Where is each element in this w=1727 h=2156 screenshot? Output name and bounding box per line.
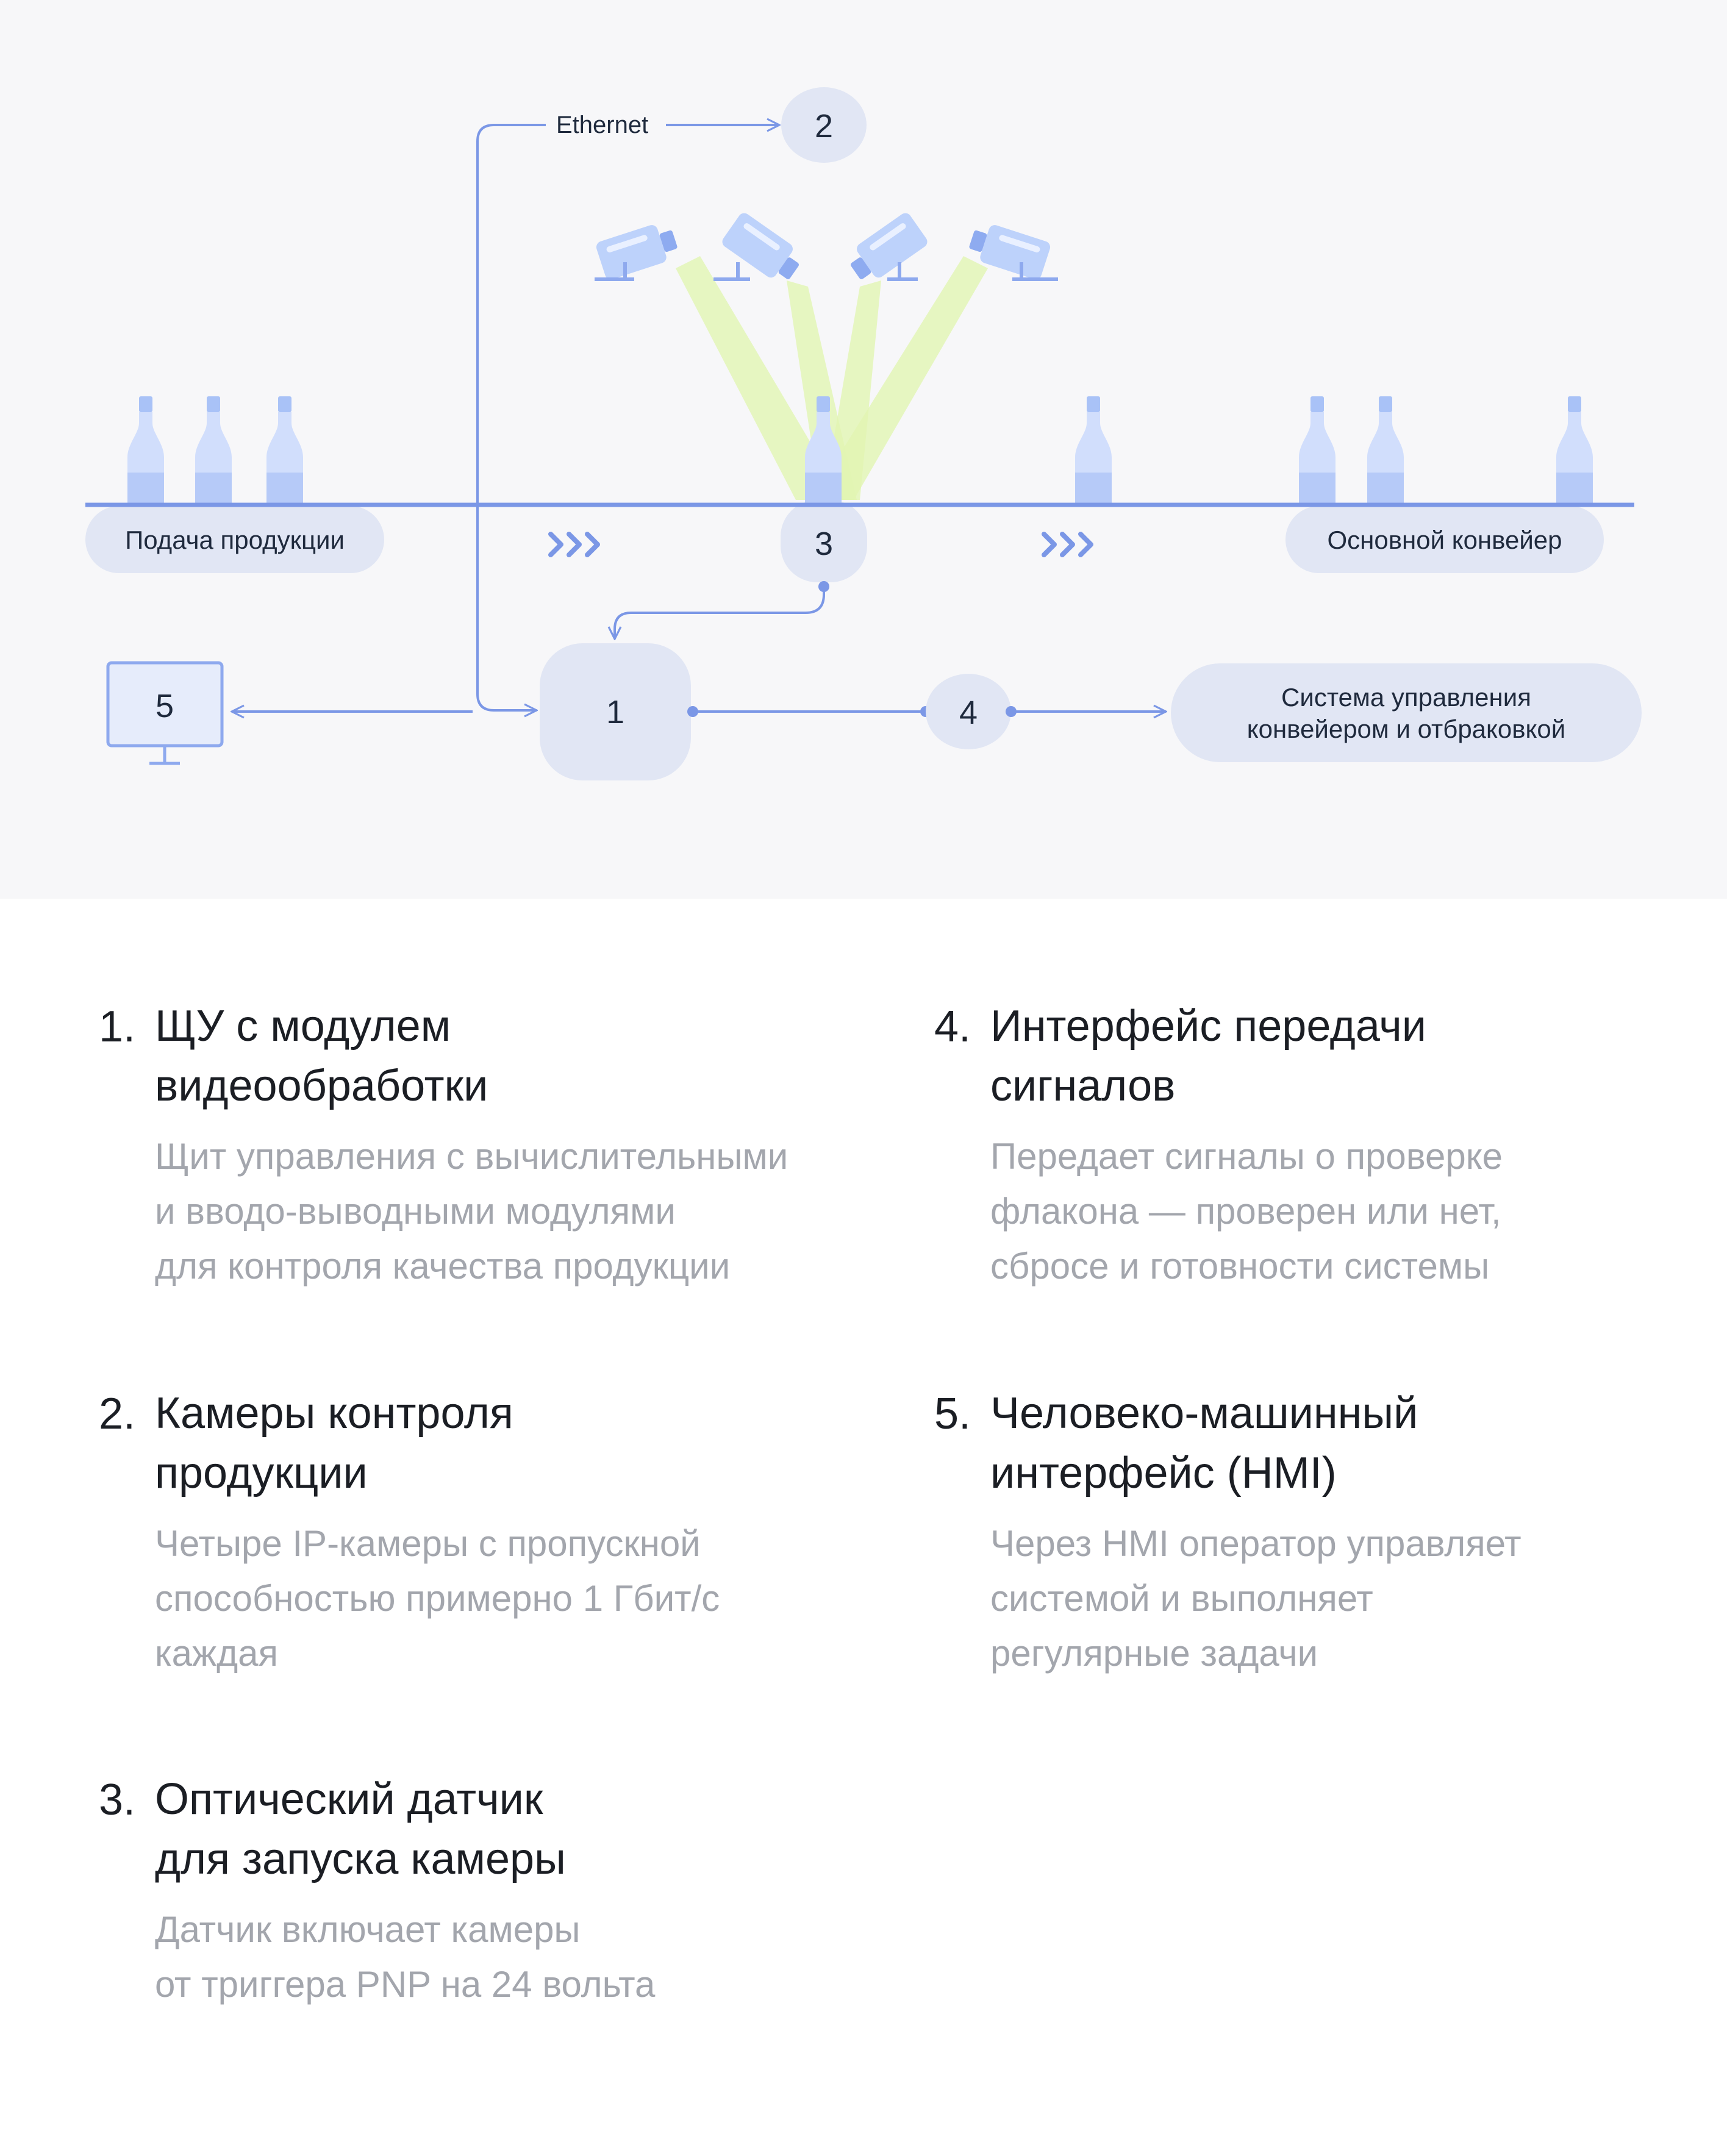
camera-2-mount <box>713 262 750 281</box>
node-5-label: 5 <box>156 688 174 724</box>
camera-4-mount <box>1012 262 1058 281</box>
node-3-label: 3 <box>815 526 833 562</box>
node-4-label: 4 <box>959 694 978 731</box>
legend-item-number: 3. <box>99 1776 136 1824</box>
legend-item-description: Четыре IP-камеры с пропускной способност… <box>155 1523 720 1674</box>
node-1-box <box>540 643 691 780</box>
node-1-label: 1 <box>606 694 624 730</box>
legend-item-1: 1. ЩУ с модулем видеообработки Щит управ… <box>99 996 879 1294</box>
reject-system-label-line2: конвейером и отбраковкой <box>1247 715 1565 743</box>
camera-1-mount <box>595 262 634 281</box>
node-4-circle <box>926 674 1011 749</box>
flow-chevron-right-icon <box>1042 532 1093 557</box>
camera-3-icon <box>850 213 928 279</box>
monitor-icon <box>106 661 224 765</box>
legend: 1. ЩУ с модулем видеообработки Щит управ… <box>0 899 1727 2156</box>
legend-item-title: Интерфейс передачи сигналов <box>990 1002 1427 1110</box>
legend-item-5: 5. Человеко-машинный интерфейс (HMI) Чер… <box>934 1383 1715 1681</box>
legend-item-description: Передает сигналы о проверке флакона — пр… <box>990 1136 1503 1287</box>
sensor-to-controller-line <box>615 587 825 639</box>
legend-item-2: 2. Камеры контроля продукции Четыре IP-к… <box>99 1383 879 1681</box>
legend-item-title: Камеры контроля продукции <box>155 1389 513 1497</box>
camera-4-icon <box>969 225 1051 280</box>
legend-item-title: ЩУ с модулем видеообработки <box>155 1002 488 1110</box>
conveyor-label: Основной конвейер <box>1328 526 1562 554</box>
legend-item-3: 3. Оптический датчик для запуска камеры … <box>99 1769 879 2012</box>
node-2-label: 2 <box>815 108 833 145</box>
legend-item-number: 5. <box>934 1390 971 1438</box>
legend-item-title: Человеко-машинный интерфейс (HMI) <box>990 1389 1418 1497</box>
legend-item-number: 4. <box>934 1002 971 1051</box>
reject-system-label-line1: Система управления <box>1281 683 1531 712</box>
camera-3-mount <box>887 262 918 281</box>
legend-item-description: Щит управления с вычислительными и вводо… <box>155 1136 788 1287</box>
legend-item-title: Оптический датчик для запуска камеры <box>155 1775 566 1883</box>
legend-item-number: 2. <box>99 1390 136 1438</box>
camera-1-icon <box>596 225 678 280</box>
system-diagram: Подача продукции Основной конвейер 3 Eth… <box>0 0 1727 899</box>
node-2-circle <box>781 87 867 163</box>
feed-label: Подача продукции <box>125 526 345 554</box>
legend-item-description: Датчик включает камеры от триггера PNP н… <box>155 1909 656 2005</box>
conveyor-label-pill <box>1285 506 1604 573</box>
camera-beams <box>676 256 988 500</box>
feed-label-pill <box>85 506 384 573</box>
legend-item-4: 4. Интерфейс передачи сигналов Передает … <box>934 996 1715 1294</box>
ethernet-line <box>476 124 546 710</box>
legend-item-number: 1. <box>99 1002 136 1051</box>
node-3-pill <box>781 500 867 582</box>
flow-chevron-left-icon <box>548 532 600 557</box>
camera-2-icon <box>722 213 799 279</box>
legend-item-description: Через HMI оператор управляет системой и … <box>990 1523 1521 1674</box>
ethernet-label: Ethernet <box>556 112 648 138</box>
reject-system-pill <box>1171 663 1642 762</box>
